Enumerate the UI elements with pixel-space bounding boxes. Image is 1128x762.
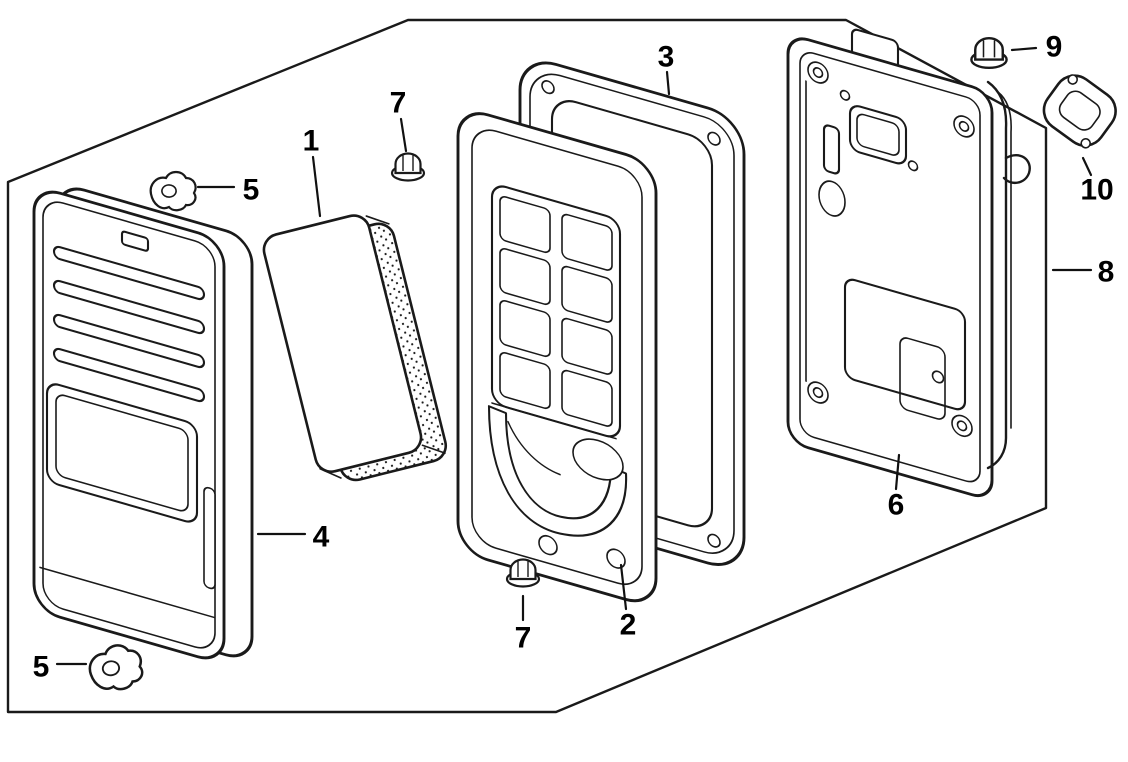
callout-2: 2: [620, 609, 637, 642]
part-7-upper-nut: [390, 152, 426, 182]
callout-10: 10: [1080, 174, 1113, 207]
callout-5-lower: 5: [33, 651, 50, 684]
callout-5-upper: 5: [243, 174, 260, 207]
part-6-base-plate: [786, 28, 994, 498]
callout-7-lower: 7: [515, 622, 532, 655]
callout-6: 6: [888, 489, 905, 522]
callout-8: 8: [1098, 256, 1115, 289]
part-5-lower-clip: [85, 641, 146, 695]
part-10-gasket: [1042, 74, 1117, 149]
callout-9: 9: [1046, 31, 1063, 64]
leader-line: [311, 155, 322, 218]
leader-line: [399, 117, 408, 153]
part-5-upper-clip: [149, 170, 197, 212]
callout-4: 4: [313, 521, 330, 554]
part-1-filter-element: [262, 214, 448, 482]
callout-7-upper: 7: [390, 87, 407, 120]
callout-labels: 5 1 7 3 9 10 8 4 2 6 7 5: [33, 31, 1115, 684]
part-8-case-bracket: [986, 80, 1031, 470]
leader-line: [1010, 46, 1038, 52]
leader-line: [894, 453, 901, 491]
part-7-lower-nut: [505, 558, 541, 588]
callout-1: 1: [303, 125, 320, 158]
diagram-border: [6, 18, 1048, 714]
part-2-filter-housing: [456, 112, 658, 603]
leader-line: [665, 70, 671, 96]
part-4-air-cleaner-cover: [32, 187, 254, 660]
callout-3: 3: [658, 41, 675, 74]
leader-line: [1081, 156, 1093, 177]
leader-line: [619, 563, 628, 611]
leader-lines: [55, 46, 1093, 666]
part-9-cap-nut: [970, 36, 1008, 70]
